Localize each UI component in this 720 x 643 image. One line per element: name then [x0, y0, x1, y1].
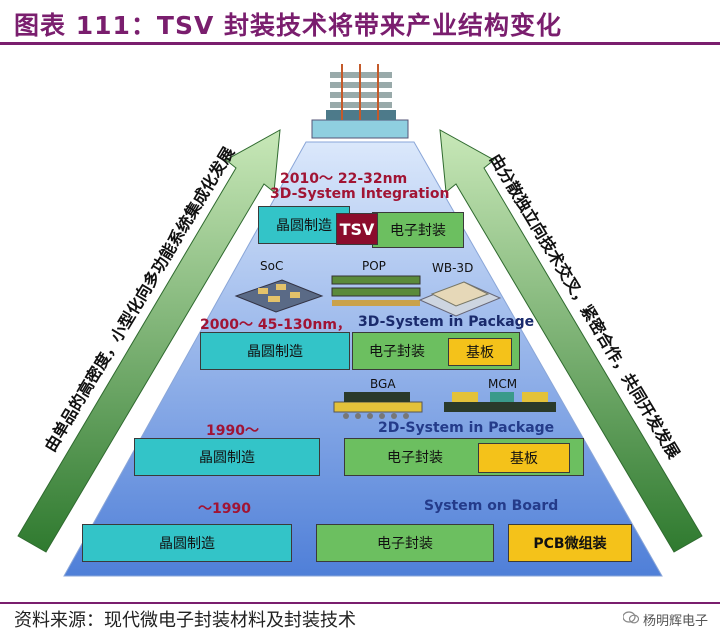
brand-watermark: 杨明辉电子: [622, 610, 708, 629]
mcm-package-icon: [444, 392, 556, 412]
tier-2000-wafer-box: 晶圆制造: [200, 332, 350, 370]
title-divider: [0, 42, 720, 45]
soc-label: SoC: [260, 259, 284, 273]
tier-1990-name: 2D-System in Package: [378, 420, 555, 436]
tier-2000-year: 2000～ 45-130nm，: [200, 317, 351, 333]
tier-pre1990-pcb-box: PCB微组装: [508, 524, 632, 562]
bga-package-icon: [333, 392, 423, 419]
mcm-label: MCM: [488, 377, 518, 391]
soc-chip-icon: [234, 279, 324, 313]
tier-pre1990-name: System on Board: [424, 498, 559, 514]
source-note: 资料来源：现代微电子封装材料及封装技术: [14, 610, 356, 631]
left-up-arrow: [17, 129, 281, 553]
tier-1990-package-label: 电子封装: [387, 450, 443, 466]
tier-2010-year: 2010～ 22-32nm: [280, 171, 408, 187]
tier-pre1990-wafer-box: 晶圆制造: [82, 524, 292, 562]
tier-pre1990-year: ～1990: [198, 501, 251, 517]
tier-1990-year: 1990～: [206, 423, 259, 439]
wb-3d-label: WB-3D: [432, 261, 474, 275]
wechat-icon: [622, 610, 640, 629]
brand-name: 杨明辉电子: [642, 614, 708, 629]
wb-3d-package-icon: [418, 281, 502, 317]
tier-2010-package-box: 电子封装: [372, 212, 464, 248]
right-up-arrow: [439, 129, 703, 553]
tier-2010-wafer-box: 晶圆制造: [258, 206, 350, 244]
tier-2000-name: 3D-System in Package: [358, 314, 535, 330]
tier-2000-package-label: 电子封装: [369, 344, 425, 360]
page-title: 图表 111：TSV 封装技术将带来产业结构变化: [14, 11, 563, 40]
tier-pre1990-package-box: 电子封装: [316, 524, 494, 562]
footer-divider: [0, 602, 720, 604]
tier-1990-substrate-box: 基板: [478, 443, 570, 473]
3d-chip-stack-icon: [311, 64, 409, 139]
tier-1990-wafer-box: 晶圆制造: [134, 438, 320, 476]
tier-2010-name: 3D-System Integration: [270, 186, 450, 202]
bga-label: BGA: [370, 377, 396, 391]
pop-package-icon: [331, 275, 421, 306]
tier-2010-tsv-box: TSV: [336, 213, 378, 245]
pop-label: POP: [362, 259, 386, 273]
tier-2000-substrate-box: 基板: [448, 338, 512, 366]
